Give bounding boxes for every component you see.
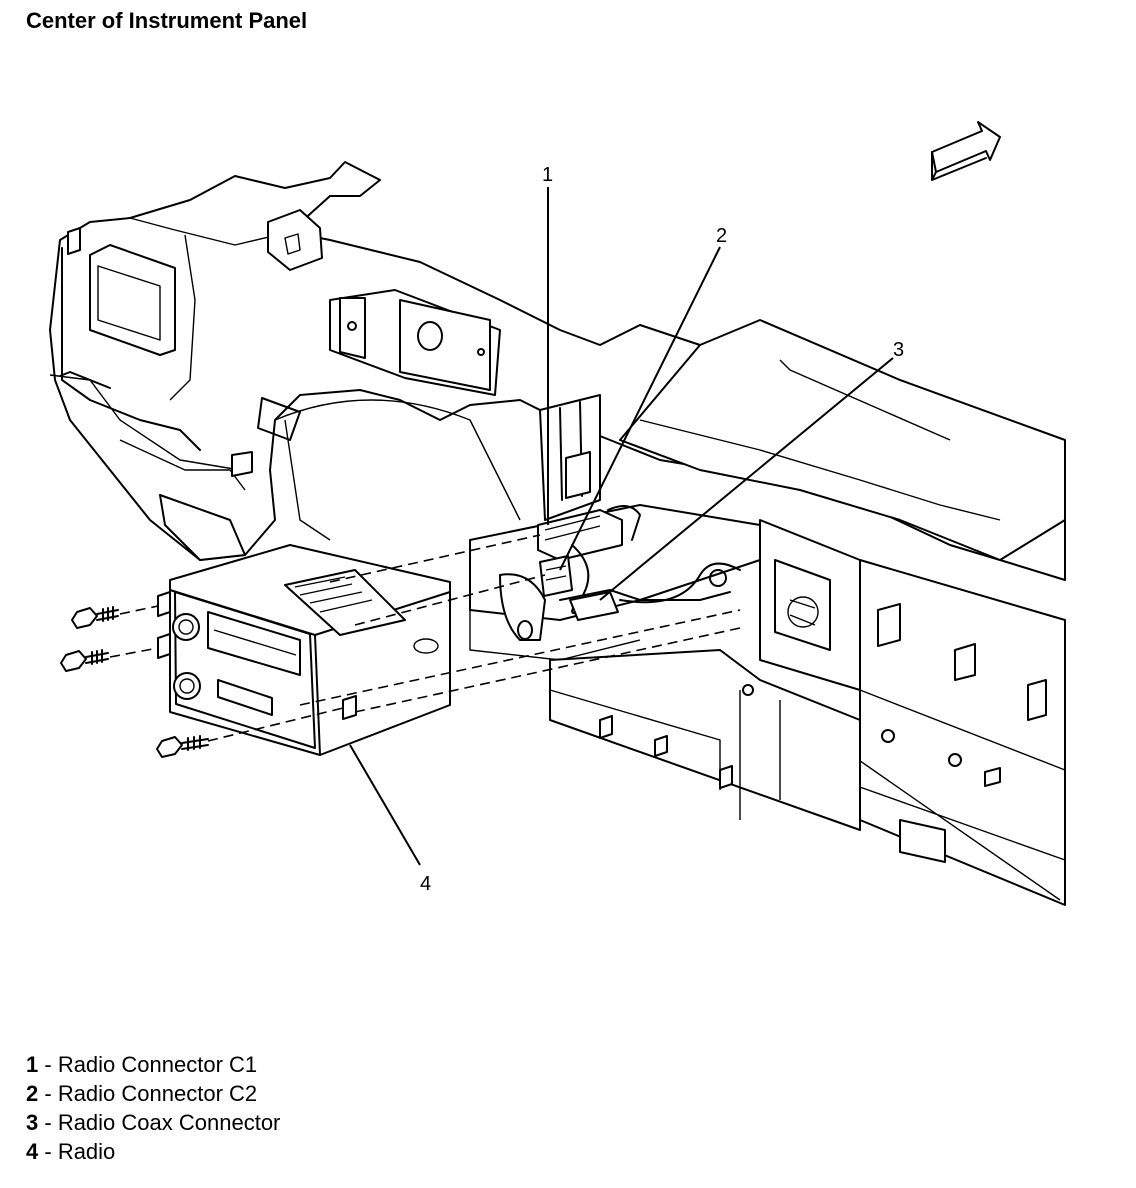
direction-arrow-icon: [931, 121, 1001, 181]
legend-label: Radio: [57, 1139, 116, 1164]
callout-4: 4: [420, 873, 431, 895]
page-title: Center of Instrument Panel: [26, 8, 308, 33]
legend-number: 3: [26, 1110, 39, 1135]
callout-4-leader: [349, 744, 421, 866]
legend-item: 2 - Radio Connector C2: [26, 1079, 280, 1108]
legend-separator: -: [38, 1139, 58, 1164]
legend-separator: -: [38, 1052, 58, 1077]
legend-item: 3 - Radio Coax Connector: [26, 1108, 280, 1137]
legend-separator: -: [38, 1081, 58, 1106]
callout-2-leader: [559, 246, 721, 571]
legend-label: Radio Coax Connector: [57, 1110, 281, 1135]
callout-2: 2: [716, 225, 727, 247]
callout-1: 1: [542, 164, 553, 186]
legend-item: 1 - Radio Connector C1: [26, 1050, 280, 1079]
legend-number: 4: [26, 1139, 39, 1164]
legend: 1 - Radio Connector C1 2 - Radio Connect…: [26, 1050, 280, 1166]
right-panel-structure: [549, 319, 1066, 906]
legend-item: 4 - Radio: [26, 1137, 280, 1166]
alignment-lines: [109, 534, 741, 742]
wiring-harness: [499, 505, 741, 641]
instrument-panel-diagram: 1 2 3 4: [49, 121, 1066, 906]
bolt-icon: [60, 606, 209, 758]
callout-3: 3: [893, 339, 904, 361]
legend-separator: -: [38, 1110, 58, 1135]
legend-number: 1: [26, 1052, 39, 1077]
legend-label: Radio Connector C1: [57, 1052, 258, 1077]
callout-3-leader: [599, 357, 894, 601]
legend-number: 2: [26, 1081, 39, 1106]
legend-label: Radio Connector C2: [57, 1081, 258, 1106]
callout-leaders: [349, 187, 894, 866]
radio-unit: [157, 544, 451, 756]
